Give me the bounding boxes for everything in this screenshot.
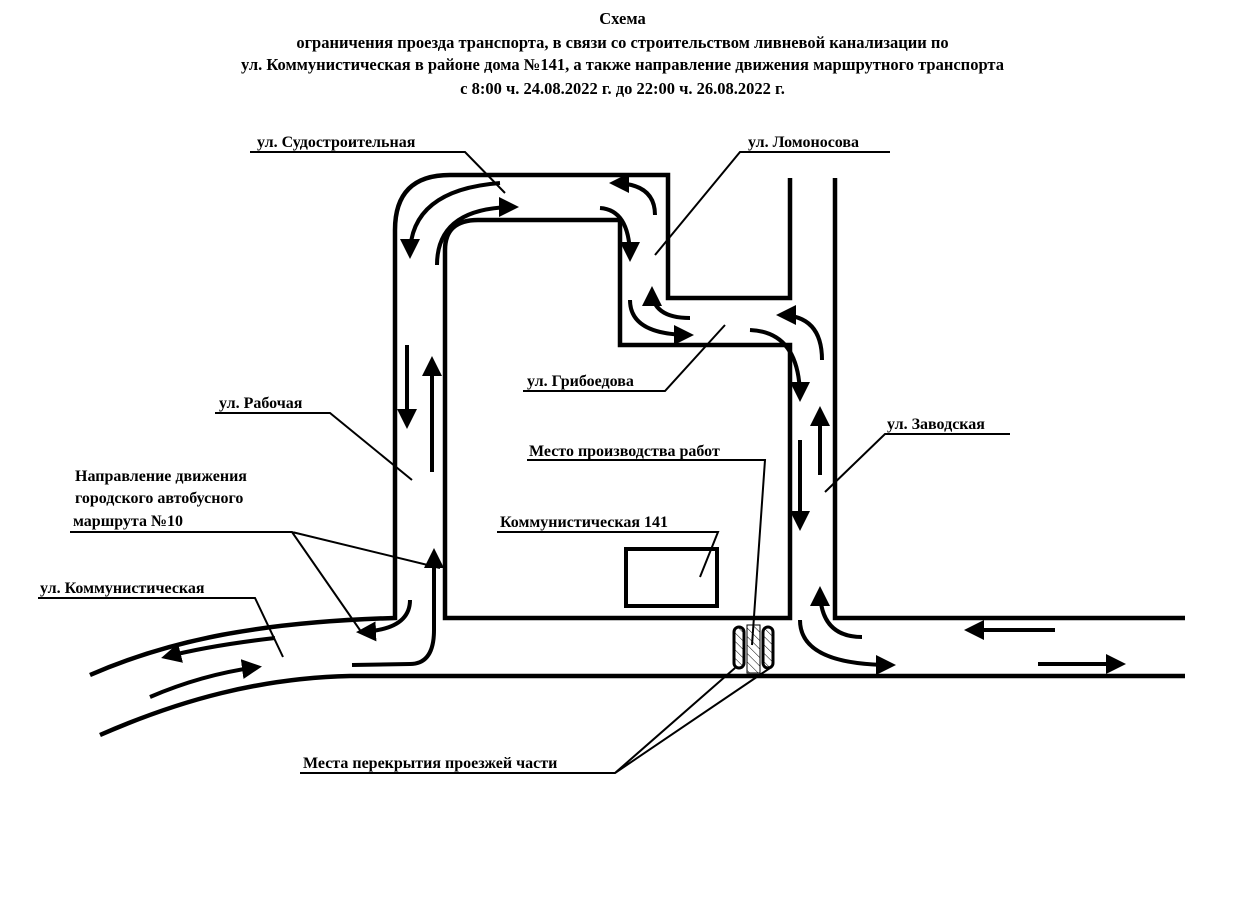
- arrow-enter-up: [810, 586, 863, 639]
- arrow-turn-left-west: [356, 599, 412, 642]
- road-closure-barriers: [732, 624, 775, 674]
- label-worksite: Место производства работ: [529, 443, 720, 460]
- label-building: Коммунистическая 141: [500, 514, 668, 531]
- barrier-right: [761, 625, 775, 670]
- arrow-kommun-east: [149, 659, 262, 699]
- arrow-top-left: [609, 173, 657, 216]
- leader-sudostroitelnaya: [250, 151, 506, 194]
- leader-closures: [300, 667, 771, 774]
- title-line-2: ограничения проезда транспорта, в связи …: [296, 33, 949, 52]
- arrow-sudostr-right: [435, 197, 519, 266]
- label-lomonosova: ул. Ломоносова: [748, 134, 859, 151]
- barrier-left: [732, 625, 746, 670]
- leader-zavodskaya: [824, 433, 1010, 493]
- label-sudostroitelnaya: ул. Судостроительная: [257, 134, 416, 151]
- label-bus-route-2: городского автобусного: [75, 490, 243, 507]
- leader-rabochaya: [215, 412, 413, 481]
- label-bus-route-3: маршрута №10: [73, 513, 183, 530]
- arrow-kommun-west: [161, 636, 276, 663]
- arrow-sudostr-down: [400, 181, 501, 259]
- title-line-4: с 8:00 ч. 24.08.2022 г. до 22:00 ч. 26.0…: [460, 79, 785, 98]
- arrow-griboedova-up: [642, 286, 691, 320]
- arrow-griboedova-right: [628, 299, 694, 345]
- road-edge-bottom: [99, 673, 1185, 738]
- arrow-bus-up: [351, 548, 444, 667]
- leader-griboedova: [523, 324, 726, 392]
- building-141: [624, 547, 719, 608]
- label-griboedova: ул. Грибоедова: [527, 373, 634, 390]
- label-zavodskaya: ул. Заводская: [887, 416, 985, 433]
- leader-worksite: [527, 459, 767, 646]
- leader-kommunisticheskaya: [38, 597, 284, 658]
- leader-bus-route: [70, 531, 441, 634]
- road-edge-right: [832, 178, 1185, 621]
- arrow-lomonosova-down: [599, 206, 640, 262]
- leader-lomonosova: [654, 151, 890, 256]
- arrow-exit-right: [798, 619, 896, 675]
- arrow-zavod-turn-down: [749, 328, 810, 402]
- block-outline: [442, 217, 793, 621]
- label-kommunisticheskaya: ул. Коммунистическая: [40, 580, 205, 597]
- label-closures: Места перекрытия проезжей части: [303, 755, 557, 772]
- title-line-1: Схема: [599, 9, 646, 28]
- title-line-3: ул. Коммунистическая в районе дома №141,…: [241, 55, 1004, 74]
- label-bus-route-1: Направление движения: [75, 468, 247, 485]
- label-rabochaya: ул. Рабочая: [219, 395, 303, 412]
- leader-building: [497, 531, 720, 578]
- arrow-zavod-turn-left: [776, 305, 824, 361]
